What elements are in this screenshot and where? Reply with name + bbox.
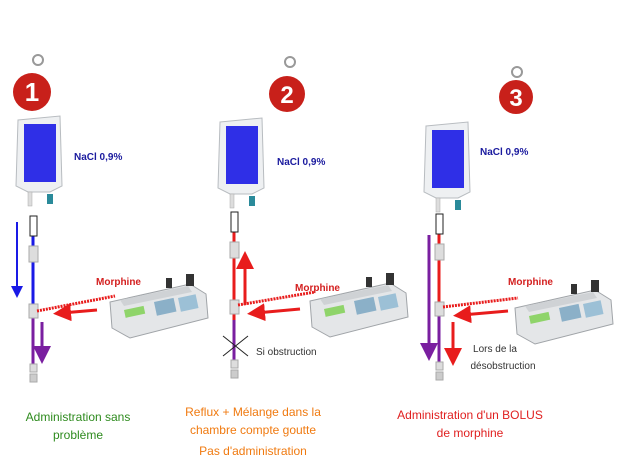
panel-2: 2 NaCl 0,9% Morphine Si obstruction [217, 56, 409, 379]
number-tag: 2 [269, 56, 305, 112]
solution-label: NaCl 0,9% [74, 152, 122, 163]
iv-bag [217, 117, 265, 209]
caption-line: de morphine [436, 426, 504, 440]
caption-line: problème [52, 428, 104, 442]
iv-bag [15, 115, 63, 207]
caption-line: Administration d'un BOLUS [397, 408, 543, 422]
solution-label: NaCl 0,9% [480, 147, 528, 158]
caption-line: Reflux + Mélange dans la [185, 405, 321, 419]
iv-bag [423, 121, 471, 213]
caption-line: chambre compte goutte [189, 423, 317, 437]
caption-line: Administration sans [25, 410, 131, 424]
caption-panel-3: Administration d'un BOLUS de morphine [385, 406, 555, 442]
note-line1: Lors de la [473, 344, 517, 355]
svg-text:3: 3 [509, 85, 522, 112]
note-line2: désobstruction [470, 361, 535, 372]
number-tag: 1 [13, 54, 51, 111]
obstruction-cross-icon [222, 335, 249, 357]
caption-panel-1: Administration sans problème [8, 408, 148, 444]
panel-1: 1 NaCl 0,9% Morphine [11, 54, 209, 383]
drug-label: Morphine [295, 283, 340, 294]
flow-arrow-morphine [453, 305, 509, 324]
number-tag: 3 [499, 66, 533, 114]
obstruction-note: Si obstruction [256, 347, 317, 358]
caption-line: Pas d'administration [199, 444, 307, 458]
drug-label: Morphine [508, 277, 553, 288]
flow-arrow-morphine [53, 303, 98, 322]
drug-label: Morphine [96, 277, 141, 288]
svg-text:2: 2 [280, 82, 293, 109]
svg-text:1: 1 [25, 77, 39, 107]
panel-3: 3 NaCl 0,9% Morphine Lors de la désobstr… [420, 66, 614, 381]
solution-label: NaCl 0,9% [277, 157, 325, 168]
syringe-pump [514, 279, 614, 345]
caption-panel-2: Reflux + Mélange dans la chambre compte … [163, 403, 343, 460]
flow-arrow-morphine [247, 303, 301, 322]
